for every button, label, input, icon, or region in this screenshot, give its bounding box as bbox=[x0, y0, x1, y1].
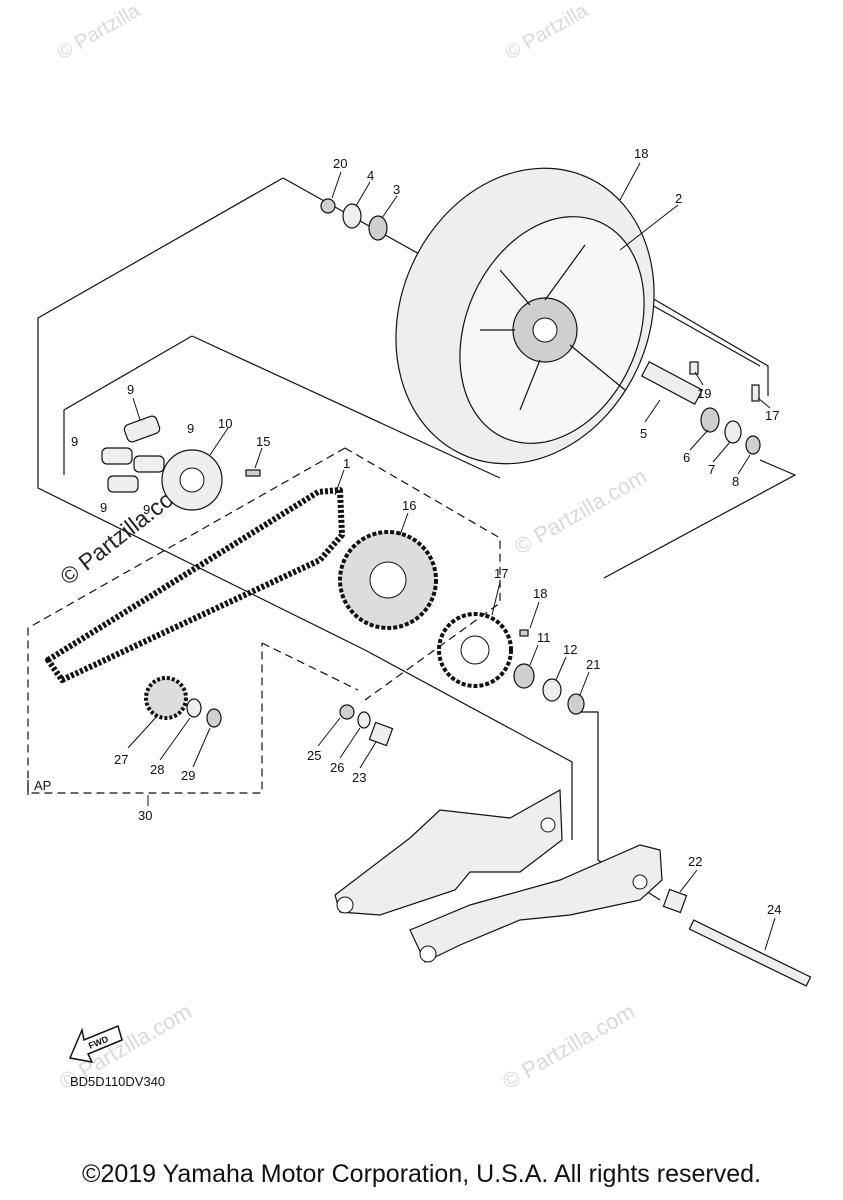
group-30-boundaries: AP bbox=[27, 447, 501, 806]
part-6-bearing bbox=[700, 407, 720, 433]
part-9-damper-mid bbox=[133, 455, 165, 473]
rear-sprocket-center bbox=[369, 561, 407, 599]
clutch-hub-parts bbox=[101, 415, 261, 511]
callout-22: 22 bbox=[688, 854, 702, 869]
hub-center bbox=[532, 317, 558, 343]
callout-15: 17 bbox=[494, 566, 508, 581]
callout-2: 2 bbox=[675, 191, 682, 206]
part-4-oil-seal bbox=[342, 203, 362, 229]
callout-13: 15 bbox=[256, 434, 270, 449]
fwd-arrow-icon bbox=[68, 1024, 123, 1064]
part-24-pivot-shaft bbox=[688, 919, 812, 987]
part-12-oil-seal bbox=[542, 678, 562, 702]
swingarm-small-parts bbox=[339, 704, 812, 987]
callout-30: 30 bbox=[138, 808, 152, 823]
part-9-damper-top bbox=[123, 415, 161, 443]
part-19-balancer bbox=[689, 361, 699, 375]
callout-26: 26 bbox=[330, 760, 344, 775]
wheel-small-parts bbox=[320, 198, 761, 455]
callout-7: 7 bbox=[708, 462, 715, 477]
callout-17: 17 bbox=[765, 408, 779, 423]
part-26-washer bbox=[357, 711, 371, 729]
part-23-plate bbox=[368, 721, 394, 747]
callout-9-right: 9 bbox=[187, 421, 194, 436]
callout-12: 12 bbox=[563, 642, 577, 657]
clutch-hub-center bbox=[179, 467, 205, 493]
part-25-nut bbox=[339, 704, 355, 720]
drive-chain bbox=[45, 487, 345, 683]
callout-10: 10 bbox=[218, 416, 232, 431]
callout-4: 4 bbox=[367, 168, 374, 183]
callouts: 20 4 3 18 2 19 17 5 6 7 8 9 9 9 9 9 10 1… bbox=[71, 146, 781, 917]
callout-8: 8 bbox=[732, 474, 739, 489]
swingarm-pivot-left bbox=[336, 896, 354, 914]
callout-21: 21 bbox=[586, 657, 600, 672]
callout-11: 11 bbox=[537, 630, 551, 645]
part-8-collar bbox=[745, 435, 761, 455]
fwd-arrow: FWD bbox=[68, 1024, 123, 1064]
sprockets bbox=[144, 530, 585, 728]
callout-9-bottom-mid: 9 bbox=[143, 502, 150, 517]
callout-25: 25 bbox=[307, 748, 321, 763]
part-20-collar bbox=[320, 198, 336, 214]
watermark-bottom-right: © Partzilla.com bbox=[498, 999, 639, 1095]
part-9-damper-left bbox=[101, 447, 133, 465]
swingarm bbox=[334, 788, 663, 963]
part-11-bearing bbox=[513, 663, 535, 689]
part-27-drive-sprocket bbox=[144, 676, 188, 720]
swingarm-axle-bottom bbox=[632, 874, 648, 890]
callout-1: 1 bbox=[343, 456, 350, 471]
part-7-oil-seal bbox=[724, 420, 742, 444]
copyright-footer: ©2019 Yamaha Motor Corporation, U.S.A. A… bbox=[82, 1160, 761, 1188]
callout-14: 16 bbox=[402, 498, 416, 513]
part-17-valve bbox=[751, 384, 760, 402]
callout-16: 18 bbox=[533, 586, 547, 601]
callout-24: 24 bbox=[767, 902, 781, 917]
part-13-bolt bbox=[245, 469, 261, 477]
swingarm-lower-arm bbox=[409, 844, 663, 963]
part-9-damper-bottom bbox=[107, 475, 139, 493]
callout-23: 23 bbox=[352, 770, 366, 785]
part-29-nut bbox=[206, 708, 222, 728]
watermark-top-right: © Partzilla bbox=[502, 0, 593, 64]
callout-9-bottom-left: 9 bbox=[100, 500, 107, 515]
watermark-mid-right: © Partzilla.com bbox=[510, 464, 651, 560]
part-5-spacer bbox=[640, 361, 704, 405]
group-label-ap: AP bbox=[34, 778, 51, 793]
callout-19: 19 bbox=[697, 386, 711, 401]
watermark-top-left: © Partzilla bbox=[54, 0, 145, 64]
drawing-code: BD5D110DV340 bbox=[70, 1074, 166, 1089]
callout-28: 28 bbox=[150, 762, 164, 777]
assembly-outlines bbox=[37, 177, 797, 901]
part-21-collar bbox=[567, 693, 585, 715]
part-16-bolt bbox=[519, 629, 529, 637]
callout-29: 29 bbox=[181, 768, 195, 783]
callout-6: 6 bbox=[683, 450, 690, 465]
swingarm-pivot-right bbox=[419, 945, 437, 963]
callout-3: 3 bbox=[393, 182, 400, 197]
rear-wheel-assembly bbox=[395, 167, 655, 465]
callout-5: 5 bbox=[640, 426, 647, 441]
swingarm-axle-top bbox=[540, 817, 556, 833]
leader-lines bbox=[127, 162, 776, 951]
callout-20: 20 bbox=[333, 156, 347, 171]
callout-9-top: 9 bbox=[127, 382, 134, 397]
part-28-washer bbox=[186, 698, 202, 718]
swingarm-body bbox=[334, 788, 563, 916]
callout-27: 27 bbox=[114, 752, 128, 767]
callout-18: 18 bbox=[634, 146, 648, 161]
part-1-chain bbox=[45, 487, 345, 683]
rear-sprocket-15-center bbox=[460, 635, 490, 665]
part-15-rear-sprocket bbox=[437, 612, 513, 688]
part-3-bearing bbox=[368, 215, 388, 241]
callout-9-left: 9 bbox=[71, 434, 78, 449]
part-22-plate bbox=[662, 888, 688, 914]
